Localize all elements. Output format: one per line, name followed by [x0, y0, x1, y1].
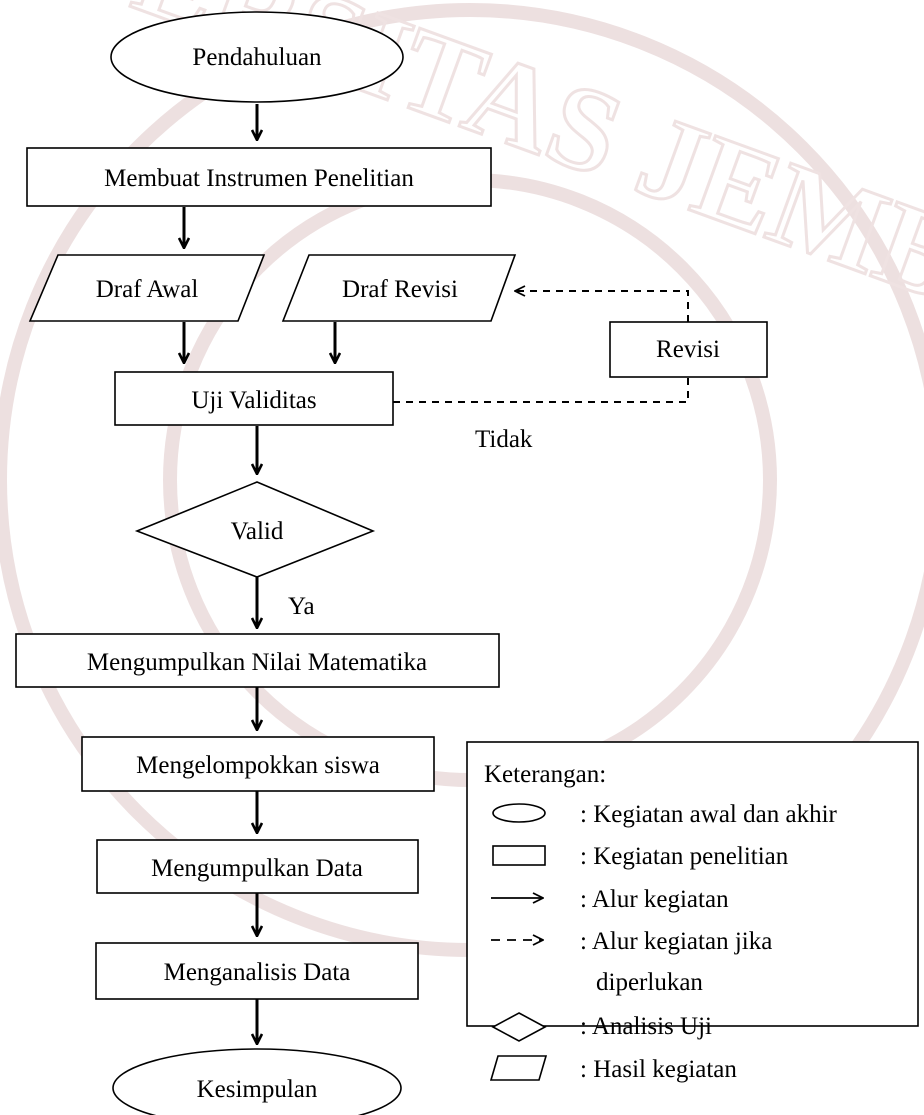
legend-item-text: : Kegiatan penelitian — [580, 843, 789, 870]
legend-title: Keterangan: — [484, 761, 606, 788]
data-parallelogram — [28, 254, 266, 322]
rectangle-icon — [492, 845, 546, 866]
node-pendahuluan: Pendahuluan — [110, 11, 404, 103]
node-draf-revisi: Draf Revisi — [281, 254, 517, 322]
ellipse-icon — [492, 803, 546, 823]
node-revisi-label: Revisi — [656, 336, 720, 363]
legend-item-text: : Hasil kegiatan — [580, 1056, 737, 1083]
legend-item-text: diperlukan — [596, 969, 703, 996]
node-mengumpulkan-data-label: Mengumpulkan Data — [151, 855, 363, 882]
terminal-ellipse — [110, 11, 404, 103]
legend-box — [466, 741, 919, 1027]
node-mengumpulkan-data: Mengumpulkan Data — [96, 839, 419, 894]
node-mengelompokkan-label: Mengelompokkan siswa — [136, 752, 380, 779]
node-pendahuluan-label: Pendahuluan — [192, 44, 322, 71]
node-mengelompokkan: Mengelompokkan siswa — [81, 736, 435, 792]
legend-item-text: : Kegiatan awal dan akhir — [580, 801, 838, 828]
node-mengumpulkan-nilai-label: Mengumpulkan Nilai Matematika — [87, 649, 427, 676]
edge-label-ya: Ya — [288, 593, 315, 620]
decision-diamond — [134, 481, 376, 578]
node-menganalisis-label: Menganalisis Data — [164, 959, 351, 986]
terminal-ellipse — [112, 1048, 402, 1115]
node-membuat-instrumen: Membuat Instrumen Penelitian — [26, 147, 492, 207]
legend: Keterangan: : Kegiatan awal dan akhir : … — [466, 741, 919, 1083]
node-draf-revisi-label: Draf Revisi — [342, 276, 458, 303]
data-parallelogram — [281, 254, 517, 322]
node-mengumpulkan-nilai: Mengumpulkan Nilai Matematika — [15, 633, 500, 688]
legend-item-text: : Alur kegiatan jika — [580, 928, 772, 955]
node-kesimpulan: Kesimpulan — [112, 1048, 402, 1115]
node-valid-label: Valid — [231, 518, 284, 545]
diamond-icon — [491, 1012, 547, 1042]
parallelogram-icon — [489, 1055, 548, 1081]
edges — [184, 104, 335, 1044]
legend-item-text: : Analisis Uji — [580, 1013, 712, 1040]
node-revisi: Revisi — [609, 321, 768, 378]
process-box — [114, 371, 394, 426]
process-box — [81, 736, 435, 792]
node-valid: Valid — [134, 481, 376, 578]
edge-revisi-drafrevisi — [515, 291, 689, 322]
node-kesimpulan-label: Kesimpulan — [197, 1076, 318, 1103]
node-draf-awal: Draf Awal — [28, 254, 266, 322]
process-box — [15, 633, 500, 688]
node-draf-awal-label: Draf Awal — [96, 276, 199, 303]
edge-label-tidak: Tidak — [475, 426, 533, 453]
revision-loop — [393, 291, 689, 403]
legend-item-text: : Alur kegiatan — [580, 886, 729, 913]
process-box — [96, 839, 419, 894]
edge-uji-revisi — [393, 378, 689, 403]
node-membuat-label: Membuat Instrumen Penelitian — [104, 165, 414, 192]
process-box — [95, 942, 419, 1000]
node-uji-label: Uji Validitas — [191, 387, 316, 414]
process-box — [26, 147, 492, 207]
node-menganalisis: Menganalisis Data — [95, 942, 419, 1000]
process-box — [609, 321, 768, 378]
node-uji-validitas: Uji Validitas — [114, 371, 394, 426]
